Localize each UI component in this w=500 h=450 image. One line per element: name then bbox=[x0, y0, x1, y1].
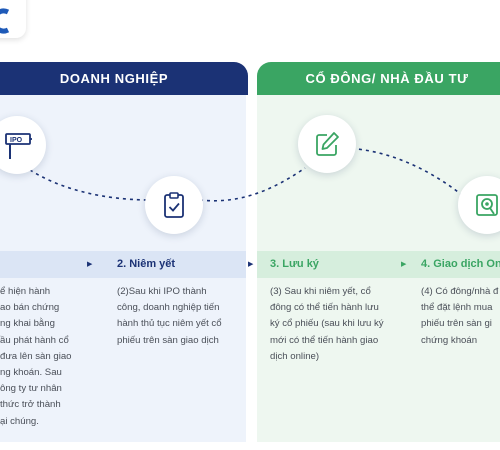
pen-edit-icon bbox=[316, 132, 339, 156]
step-1-description: ể hiện hành ao bán chứng ng khai bằng ầu… bbox=[0, 286, 72, 427]
listing-circle bbox=[145, 176, 203, 234]
header-business: DOANH NGHIỆP bbox=[0, 62, 248, 95]
step-band-left bbox=[0, 251, 246, 278]
step-4-arrow: ▶ bbox=[401, 261, 407, 268]
step-4-description: (4) Có đông/nhà đ thể đặt lệnh mua phiếu… bbox=[421, 286, 499, 346]
step-2-arrow: ▶ bbox=[87, 261, 93, 268]
step-2-description: (2)Sau khi IPO thành công, doanh nghiệp … bbox=[117, 286, 222, 346]
step-band-right bbox=[257, 251, 500, 278]
step-3-description: (3) Sau khi niêm yết, cổ đông có thể tiế… bbox=[270, 286, 384, 362]
step-4-title: 4. Giao dịch On bbox=[421, 258, 500, 270]
header-business-label: DOANH NGHIỆP bbox=[59, 71, 169, 86]
ipo-circle: IPO bbox=[0, 116, 46, 174]
svg-text:IPO: IPO bbox=[10, 137, 23, 144]
ipo-signpost-icon: IPO bbox=[5, 133, 32, 159]
header-investor: CỔ ĐÔNG/ NHÀ ĐẦU TƯ bbox=[257, 62, 500, 95]
step-3-title: 3. Lưu ký bbox=[270, 258, 319, 270]
trading-screen-icon bbox=[476, 194, 498, 216]
clipboard-check-icon bbox=[164, 192, 184, 218]
logo-icon bbox=[0, 8, 10, 34]
online-trading-circle bbox=[458, 176, 500, 234]
header-investor-label: CỔ ĐÔNG/ NHÀ ĐẦU TƯ bbox=[305, 71, 469, 86]
custody-circle bbox=[298, 115, 356, 173]
step-2-title: 2. Niêm yết bbox=[117, 258, 176, 270]
step-3-arrow: ▶ bbox=[248, 261, 254, 268]
